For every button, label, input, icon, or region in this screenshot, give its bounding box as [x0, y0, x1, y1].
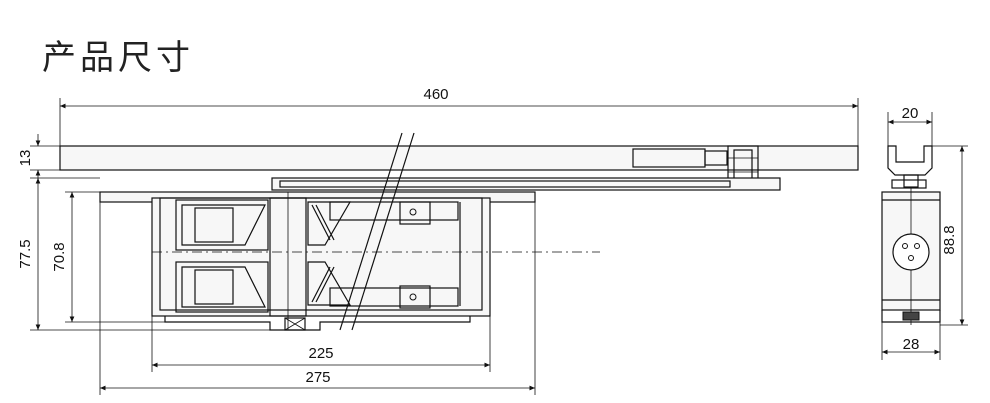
- dim-side-height: 88.8: [941, 225, 958, 254]
- page-title: 产品尺寸: [42, 38, 194, 78]
- lower-plate: [271, 177, 781, 191]
- arm-bar: [59, 145, 859, 171]
- closer-body: [151, 197, 491, 317]
- dim-side-bottom-width: 28: [903, 336, 920, 353]
- dim-plate-length: 275: [305, 369, 330, 386]
- dim-overall-length: 460: [423, 86, 448, 103]
- dim-inner-height: 70.8: [51, 242, 68, 271]
- side-view: [881, 145, 941, 325]
- front-view: [59, 132, 859, 331]
- dim-arm-thickness: 13: [17, 150, 34, 167]
- dim-side-top-width: 20: [902, 105, 919, 122]
- dim-body-length: 225: [308, 345, 333, 362]
- dim-body-height: 77.5: [17, 239, 34, 268]
- front-dimensions: 460 13 77.5 70.8 225 275: [17, 86, 859, 395]
- side-dimensions: 20 88.8 28: [881, 105, 968, 360]
